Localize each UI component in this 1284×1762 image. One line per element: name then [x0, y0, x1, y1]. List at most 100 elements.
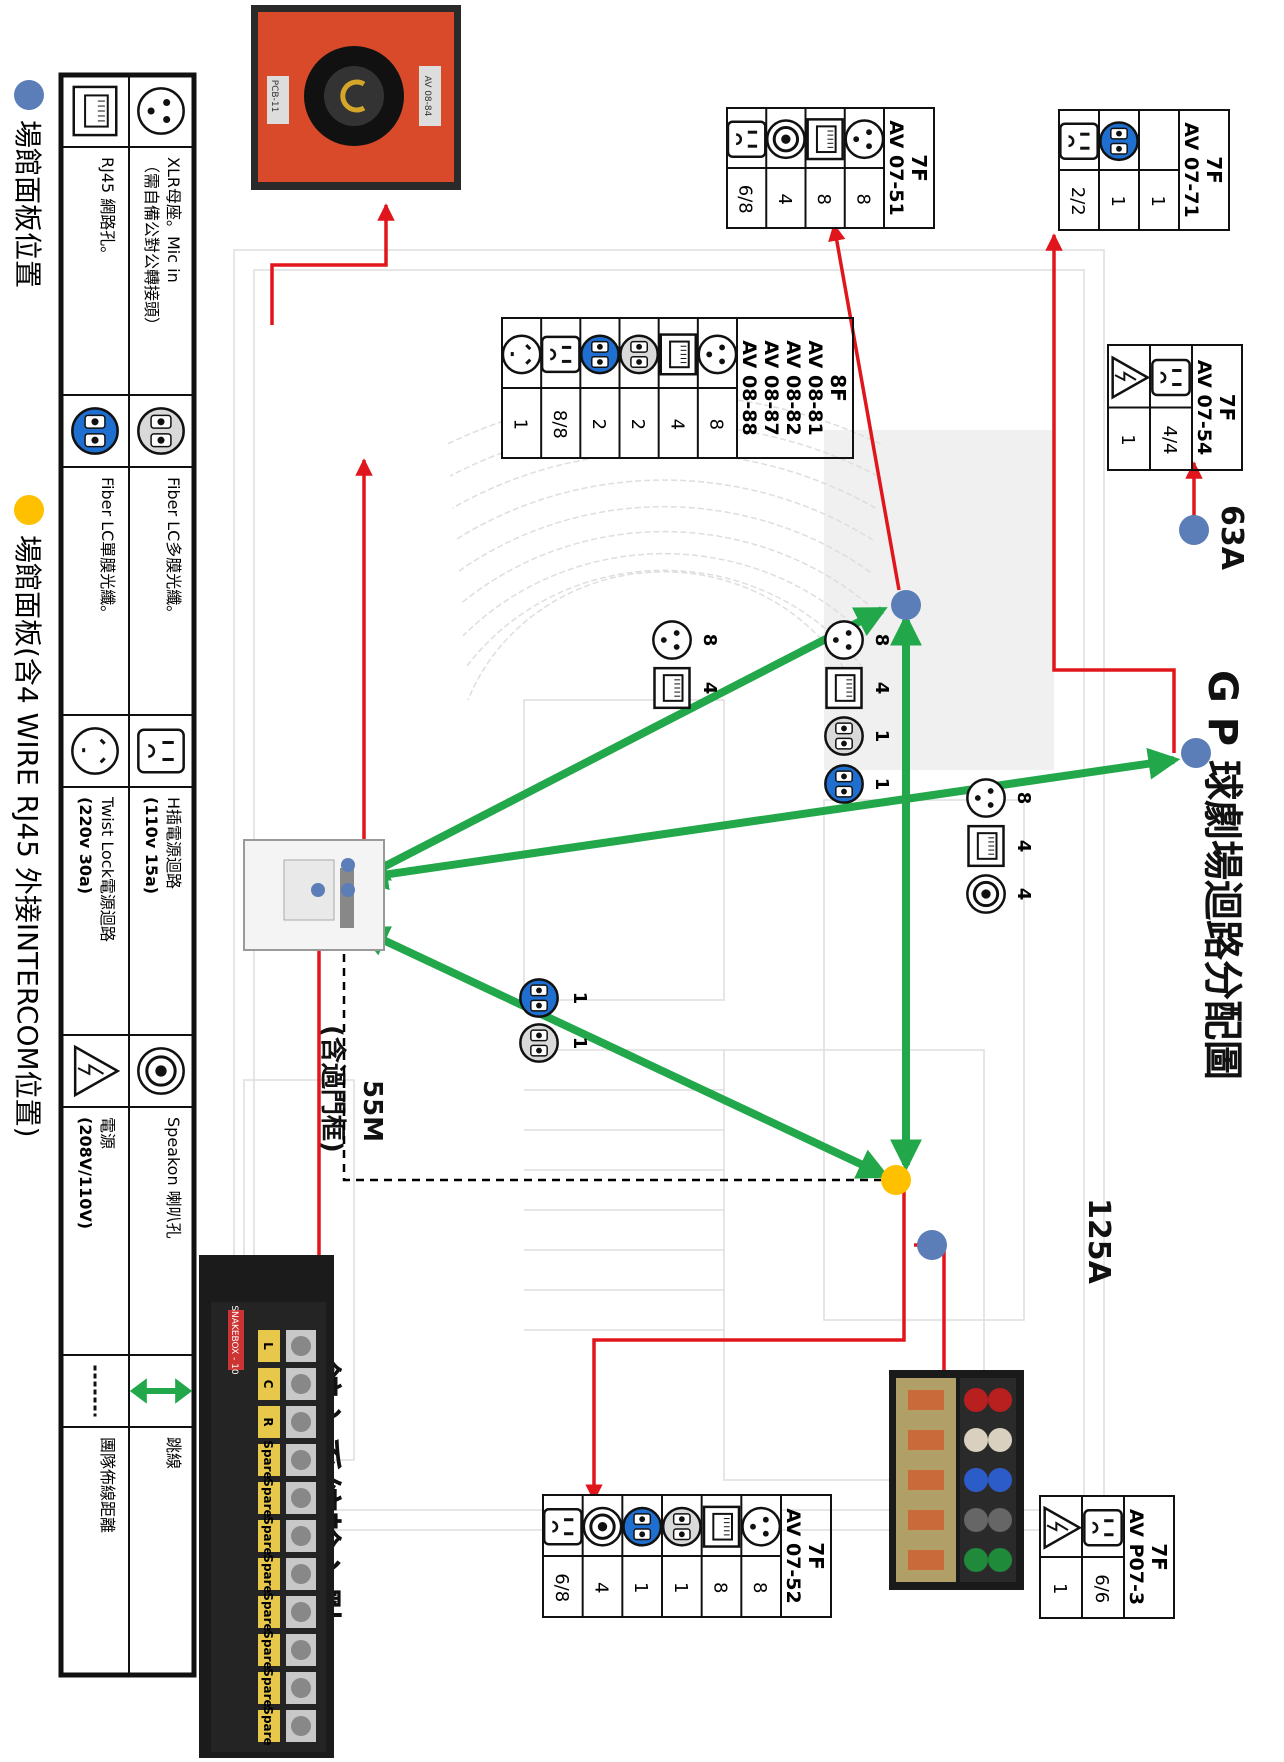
- panel-count: 8: [852, 193, 873, 204]
- link-count: 8: [871, 634, 892, 647]
- link-group-g1: 84: [652, 620, 720, 710]
- panel-floor: 8F: [826, 374, 850, 402]
- stage-dot-2: [341, 883, 355, 897]
- panel-count: 4: [774, 193, 795, 204]
- fiber-multi-icon: [519, 1023, 559, 1063]
- link-count: 1: [569, 1037, 590, 1050]
- panel-count: 1: [1117, 434, 1138, 445]
- link-count: 8: [1013, 792, 1034, 805]
- patch-channel-tag: Spare: [261, 1554, 275, 1593]
- panel-floor: 7F: [1147, 1543, 1171, 1571]
- legend-text: 團隊佈線距離: [98, 1437, 117, 1533]
- rj45-icon: [702, 1505, 741, 1548]
- legend-text: 電源: [98, 1117, 117, 1149]
- panel-count: 2: [627, 419, 648, 430]
- legend-item-dashed: 團隊佈線距離: [62, 1354, 128, 1533]
- arrow-intercom-to-av0752: [585, 1180, 906, 1502]
- legend-dot-label: 場館面板位置: [11, 120, 44, 288]
- legend-item-xlr: XLR母座。Mic in（需自備公對公轉接頭）: [128, 87, 194, 333]
- legend-text: H插電源迴路: [164, 797, 183, 889]
- legend-dot-label: 場館面板(含4 WIRE RJ45 外接INTERCOM位置): [11, 535, 44, 1138]
- link-count: 8: [699, 634, 720, 647]
- legend-item-jumper: 跳線: [128, 1354, 194, 1469]
- patch-channel-tag: Spare: [261, 1630, 275, 1669]
- fiber-single-icon: [622, 1506, 663, 1547]
- panel-count: 4/4: [1159, 426, 1180, 455]
- patch-channel-tag: Spare: [261, 1592, 275, 1631]
- legend-text: （需自備公對公轉接頭）: [142, 157, 161, 333]
- legend-text: (208V/110V): [76, 1117, 95, 1229]
- legend-text: Fiber LC多膜光纖。: [164, 477, 183, 621]
- link-group-g3: 844: [966, 778, 1034, 914]
- patch-channel-tag: Spare: [261, 1440, 275, 1479]
- panel-id: AV 08-82: [782, 340, 804, 436]
- patch-channel-tag: R: [261, 1417, 275, 1426]
- legend-dot-panel: [14, 80, 44, 110]
- panel-dot-125a: [917, 1230, 947, 1260]
- panel-floor: 7F: [1215, 394, 1239, 422]
- panel-id: AV 08-87: [760, 340, 782, 436]
- distance-label: 55M: [357, 1080, 387, 1142]
- panel-count: 1: [1147, 195, 1168, 206]
- panel-id: AV 07-52: [782, 1508, 804, 1604]
- legend-item-fiber-multi: Fiber LC多膜光纖。: [128, 394, 194, 621]
- team-cabling-distance-line: [342, 920, 896, 1182]
- legend-text: (220v 30a): [76, 797, 95, 894]
- power-icon: [1111, 355, 1151, 400]
- xlr-icon: [652, 620, 692, 660]
- legend-text: Speakon 喇叭孔: [164, 1117, 183, 1239]
- rj45-icon: [659, 333, 697, 376]
- patch-channel-tag: Spare: [261, 1478, 275, 1517]
- fiber-single-icon: [519, 978, 559, 1018]
- panel-count: 6/8: [735, 185, 756, 214]
- rj45-icon: [967, 824, 1005, 868]
- link-group-g2: 11: [519, 978, 590, 1063]
- panel-floor: 7F: [1202, 156, 1226, 184]
- patch-channel-tag: Spare: [261, 1516, 275, 1555]
- panel-dot-gp: [1181, 738, 1211, 768]
- fiber-single-icon: [580, 334, 620, 375]
- patch-channel-tag: L: [261, 1342, 275, 1350]
- xlr-icon: [137, 87, 185, 135]
- legend-text: Twist Lock電源迴路: [98, 796, 117, 942]
- legend-text: XLR母座。Mic in: [164, 157, 183, 283]
- legend-item-outlet: H插電源迴路(110v 15a): [128, 714, 194, 894]
- panel-count: 6/8: [551, 1573, 572, 1602]
- twistlock-icon: [501, 334, 542, 375]
- patch-channel-tag: Spare: [261, 1668, 275, 1707]
- legend: XLR母座。Mic in（需自備公對公轉接頭） Fiber LC多膜光纖。 H插電源…: [58, 72, 197, 1678]
- link-count: 4: [699, 682, 720, 695]
- outlet-icon: [137, 728, 185, 774]
- panel-count: 8: [749, 1582, 770, 1593]
- panel-count: 8: [813, 193, 834, 204]
- panel-photo: PCB-11 AV 08-84: [251, 5, 461, 190]
- legend-item-power: 電源(208V/110V): [62, 1034, 128, 1229]
- power-icon: [73, 1044, 121, 1098]
- outlet-icon: [1083, 1508, 1123, 1547]
- panel-count: 2/2: [1067, 187, 1088, 216]
- panel-photo-id-left: PCB-11: [269, 80, 279, 113]
- panel-id: AV 07-54: [1193, 360, 1215, 456]
- outlet-icon: [726, 120, 767, 158]
- link-count: 4: [1013, 888, 1034, 901]
- xlr-icon: [966, 778, 1006, 818]
- panel-id: AV 07-71: [1180, 122, 1202, 218]
- panel-id: AV 08-81: [804, 340, 826, 436]
- panel-count: 2: [588, 419, 609, 430]
- fiber-single-icon: [824, 764, 864, 804]
- panel-floor: 7F: [907, 154, 931, 182]
- fiber-single-icon: [1099, 121, 1139, 162]
- legend-text: 跳線: [164, 1437, 183, 1469]
- fiber-multi-icon: [137, 407, 185, 455]
- rj45-icon: [825, 666, 863, 710]
- rj45-icon: [653, 666, 691, 710]
- outlet-icon: [540, 335, 581, 374]
- power-breakout-photo: [889, 1370, 1024, 1590]
